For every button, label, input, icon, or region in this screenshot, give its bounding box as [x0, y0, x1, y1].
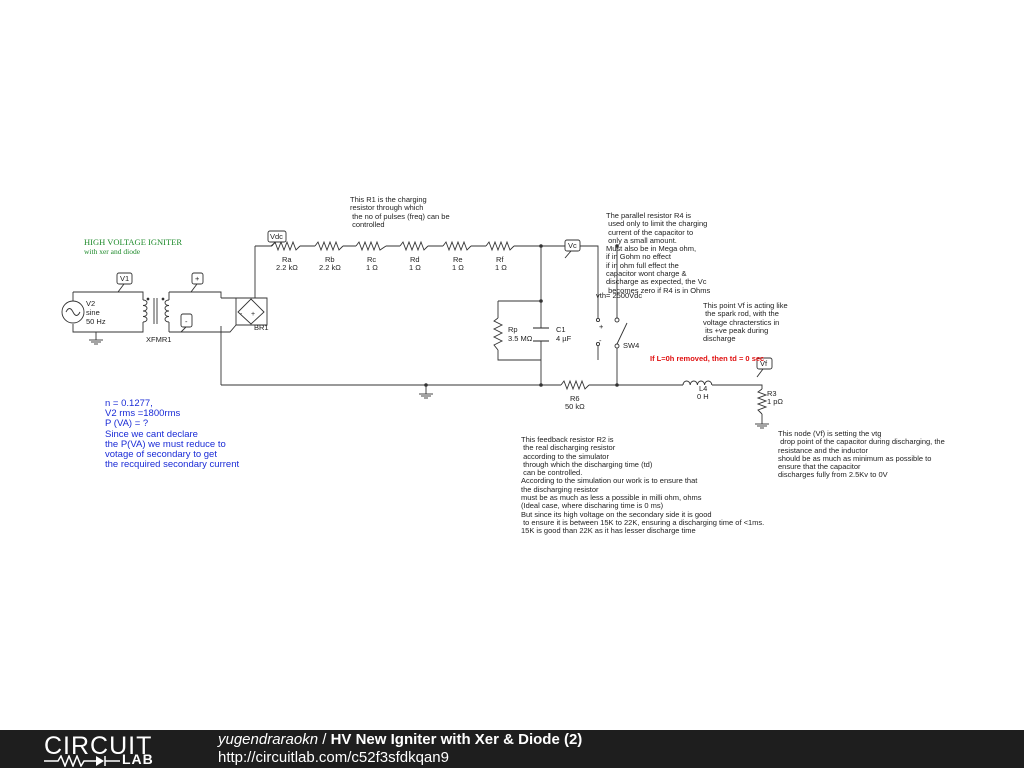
r6-name: R6: [570, 394, 580, 403]
note-l-removed: If L=0h removed, then td = 0 sec: [650, 354, 765, 363]
bridge-minus-mark: -: [240, 311, 243, 318]
rb-value: 2.2 kΩ: [319, 263, 341, 272]
footer-separator: /: [318, 731, 331, 748]
v2-type: sine: [86, 308, 100, 317]
junction-dot: [539, 383, 543, 387]
probe-minus[interactable]: -: [180, 313, 193, 333]
wire-secondary: [168, 291, 222, 333]
inductor-l4[interactable]: [682, 380, 713, 386]
note-r1-charging: This R1 is the charging resistor through…: [350, 195, 450, 229]
capacitor-c1[interactable]: [533, 327, 549, 342]
schematic-canvas: + - V1 + - Vdc: [61, 230, 783, 429]
rp-value: 3.5 MΩ: [508, 334, 533, 343]
re-value: 1 Ω: [452, 263, 464, 272]
resistor-rb[interactable]: [314, 240, 344, 252]
footer-bar: CIRCUIT LAB yugendraraokn / HV New Ignit…: [0, 730, 1024, 768]
note-vf-spark-rod: This point Vf is acting like the spark r…: [703, 301, 788, 344]
probe-vc[interactable]: Vc: [564, 239, 581, 259]
l4-name: L4: [699, 384, 707, 393]
logo-text-circuit: CIRCUIT: [44, 732, 153, 760]
sine-source-v2[interactable]: [61, 300, 85, 324]
bridge-plus-mark: +: [251, 311, 255, 318]
br1-name: BR1: [254, 323, 269, 332]
junction-dot: [615, 383, 619, 387]
resistor-r6[interactable]: [560, 379, 590, 391]
junction-dot: [539, 299, 543, 303]
c1-name: C1: [556, 325, 566, 334]
resistor-rd[interactable]: [399, 240, 429, 252]
resistor-logo-icon: [44, 755, 120, 767]
rd-value: 1 Ω: [409, 263, 421, 272]
probe-vc-label: Vc: [568, 241, 577, 250]
probe-vf[interactable]: Vf: [756, 357, 773, 378]
resistor-rf[interactable]: [485, 240, 515, 252]
l4-value: 0 H: [697, 392, 709, 401]
wire-bottom: [221, 384, 763, 389]
switch-sw4[interactable]: [595, 317, 628, 360]
note-r4-parallel: The parallel resistor R4 is used only to…: [606, 211, 711, 295]
igniter-title: HIGH VOLTAGE IGNITER: [84, 237, 183, 247]
ground-r3: [755, 423, 769, 429]
circuitlab-logo[interactable]: CIRCUIT: [44, 732, 152, 761]
sw4-name: SW4: [623, 341, 639, 350]
wire-top: [255, 245, 599, 318]
wire-source: [72, 291, 144, 333]
v2-freq: 50 Hz: [86, 317, 106, 326]
xfmr1-name: XFMR1: [146, 335, 171, 344]
probe-vdc[interactable]: Vdc: [267, 230, 287, 247]
note-r2-feedback: This feedback resistor R2 is the real di…: [521, 435, 765, 536]
sw4-minus-mark: -: [599, 336, 602, 345]
rc-name: Rc: [367, 255, 376, 264]
wire-bridge-out: [220, 297, 237, 385]
ground-main: [419, 393, 433, 399]
wire-rp-c1-loop: [497, 300, 542, 385]
junction-dot: [539, 244, 543, 248]
r6-value: 50 kΩ: [565, 402, 585, 411]
probe-plus-label: +: [195, 274, 200, 283]
circuit-url-link[interactable]: http://circuitlab.com/c52f3sfdkqan9: [218, 749, 449, 766]
probe-v1-label: V1: [120, 274, 129, 283]
resistor-ra[interactable]: [271, 240, 301, 252]
rf-name: Rf: [496, 255, 504, 264]
author-link[interactable]: yugendraraokn: [218, 731, 319, 748]
note-calculation: n = 0.1277, V2 rms =1800rms P (VA) = ? S…: [105, 398, 240, 471]
junction-dot: [424, 383, 428, 387]
logo-text-lab: LAB: [122, 751, 154, 767]
transformer-xfmr1[interactable]: [142, 297, 170, 324]
c1-value: 4 µF: [556, 334, 572, 343]
junction-dot: [615, 244, 619, 248]
probe-minus-label: -: [185, 317, 188, 326]
probe-vdc-label: Vdc: [270, 232, 283, 241]
ra-value: 2.2 kΩ: [276, 263, 298, 272]
r3-value: 1 pΩ: [767, 397, 783, 406]
resistor-rp[interactable]: [492, 317, 504, 351]
ra-name: Ra: [282, 255, 292, 264]
rc-value: 1 Ω: [366, 263, 378, 272]
rf-value: 1 Ω: [495, 263, 507, 272]
resistor-rc[interactable]: [355, 240, 387, 252]
bridge-rectifier-br1[interactable]: [235, 297, 268, 326]
probe-v1[interactable]: V1: [116, 272, 133, 293]
re-name: Re: [453, 255, 463, 264]
circuit-title: HV New Igniter with Xer & Diode (2): [330, 731, 583, 748]
probe-vf-label: Vf: [760, 359, 768, 368]
rp-name: Rp: [508, 325, 518, 334]
sw4-vth: vth= 2500Vdc: [596, 291, 642, 300]
note-vf-node: This node (Vf) is setting the vtg drop p…: [778, 429, 945, 480]
probe-plus[interactable]: +: [190, 272, 204, 293]
sw4-plus-mark: +: [599, 322, 604, 331]
rd-name: Rd: [410, 255, 420, 264]
v2-name: V2: [86, 299, 95, 308]
igniter-subtitle: with xer and diode: [84, 247, 141, 256]
r3-name: R3: [767, 389, 777, 398]
resistor-re[interactable]: [442, 240, 472, 252]
footer-credit: yugendraraokn / HV New Igniter with Xer …: [218, 731, 582, 748]
resistor-r3[interactable]: [756, 388, 768, 415]
rb-name: Rb: [325, 255, 335, 264]
ground-source: [89, 339, 103, 345]
